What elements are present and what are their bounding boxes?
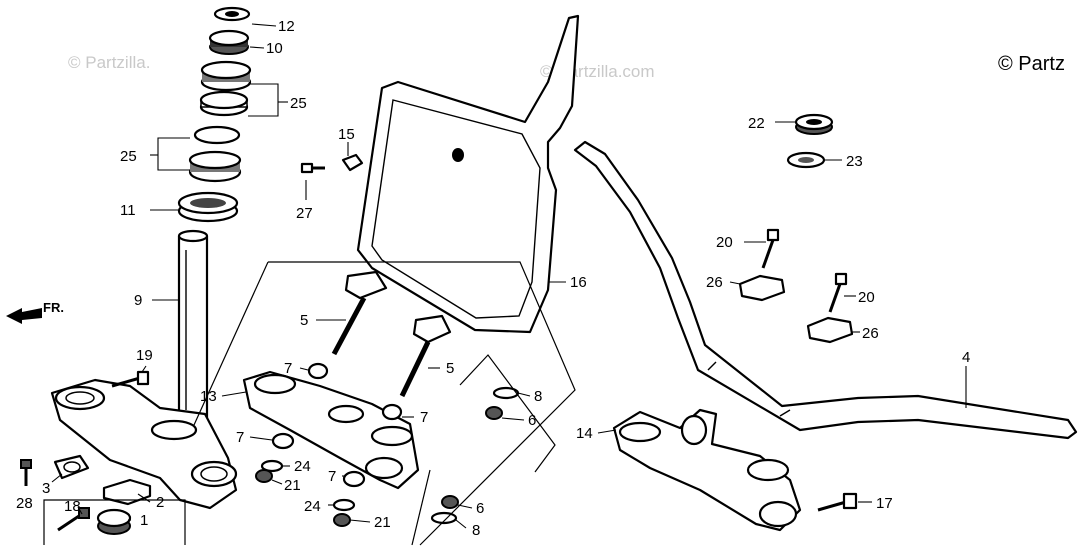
group-bracket-lower-left	[43, 499, 186, 545]
callout-1: 1	[140, 512, 148, 529]
part-5-handlebar-holder-a	[331, 270, 388, 356]
callout-7-d: 7	[328, 468, 336, 485]
part-5-handlebar-holder-b	[399, 314, 452, 398]
copyright-text: © Partz	[998, 53, 1065, 75]
group-line-upper-clamp	[193, 261, 269, 426]
callout-28: 28	[16, 495, 33, 512]
callout-24-b: 24	[304, 498, 321, 515]
callout-25-upper: 25	[290, 95, 307, 112]
part-17-bolt	[817, 492, 858, 512]
part-7-nut-b	[381, 403, 403, 421]
part-18-bolt	[57, 507, 90, 532]
part-6-nut-b	[441, 495, 459, 509]
leader-lines	[25, 23, 967, 529]
callout-10: 10	[266, 40, 283, 57]
callout-7-a: 7	[284, 360, 292, 377]
callout-8-a: 8	[534, 388, 542, 405]
front-direction-label: FR.	[43, 300, 64, 315]
front-direction-arrow-icon	[6, 308, 42, 324]
callout-7-c: 7	[236, 429, 244, 446]
part-25-upper-bearing	[199, 60, 252, 117]
callout-11: 11	[120, 202, 136, 219]
callout-26-b: 26	[862, 325, 879, 342]
callout-27: 27	[296, 205, 313, 222]
callout-2: 2	[156, 494, 164, 511]
callout-18: 18	[64, 498, 81, 515]
callout-17: 17	[876, 495, 893, 512]
callout-25-lower: 25	[120, 148, 137, 165]
callout-8-b: 8	[472, 522, 480, 539]
callout-5-b: 5	[446, 360, 454, 377]
part-4-handlebar	[573, 140, 1078, 440]
callout-26-a: 26	[706, 274, 723, 291]
group-bracket-center	[268, 261, 576, 546]
part-2-clip	[102, 478, 152, 506]
part-24-washer-b	[332, 498, 356, 512]
callout-7-b: 7	[420, 409, 428, 426]
part-12-lock-nut	[213, 6, 251, 22]
part-1-grommet	[96, 508, 132, 535]
watermark-left: © Partzilla.	[68, 53, 150, 72]
group-bracket-lower-small	[411, 469, 431, 546]
part-26-clamp-a	[738, 274, 786, 302]
part-15-nut	[341, 153, 364, 172]
part-23-washer	[786, 151, 826, 169]
part-9-steering-stem	[50, 229, 238, 510]
callout-6-a: 6	[528, 412, 536, 429]
part-7-nut-d	[342, 470, 366, 488]
part-7-nut-c	[271, 432, 295, 450]
part-22-washer	[794, 113, 834, 135]
callout-5-a: 5	[300, 312, 308, 329]
part-13-upper-triple-clamp	[242, 370, 420, 490]
part-14-top-bridge	[612, 408, 802, 532]
callout-19: 19	[136, 347, 153, 364]
callout-21-a: 21	[284, 477, 301, 494]
callout-20-b: 20	[858, 289, 875, 306]
callout-12: 12	[278, 18, 295, 35]
part-16-number-plate	[356, 14, 580, 334]
part-11-dust-seal	[177, 191, 239, 223]
part-21-nut-a	[255, 469, 273, 483]
callout-22: 22	[748, 115, 765, 132]
part-7-nut-a	[307, 362, 329, 380]
part-27-bolt	[300, 162, 325, 174]
callout-24-a: 24	[294, 458, 311, 475]
callout-16: 16	[570, 274, 587, 291]
part-19-bolt	[111, 370, 150, 388]
callout-3: 3	[42, 480, 50, 497]
callout-20-a: 20	[716, 234, 733, 251]
part-6-nut-a	[485, 406, 503, 420]
part-21-nut-b	[333, 513, 351, 527]
callout-4: 4	[962, 349, 970, 366]
callout-14: 14	[576, 425, 593, 442]
callout-23: 23	[846, 153, 863, 170]
callout-9: 9	[134, 292, 142, 309]
callout-13: 13	[200, 388, 217, 405]
callout-labels: 12 10 25 25 11 9 19 13 28 3 18 2 1 15 27…	[16, 18, 970, 539]
group-bracket-right-small	[459, 354, 556, 473]
callout-6-b: 6	[476, 500, 484, 517]
part-10-adjust-nut	[208, 29, 250, 55]
callout-21-b: 21	[374, 514, 391, 531]
part-3-clamp	[53, 454, 90, 480]
part-25-lower-bearing	[188, 125, 242, 183]
part-26-clamp-b	[806, 316, 854, 344]
part-20-bolt-a	[761, 228, 780, 269]
callout-15: 15	[338, 126, 355, 143]
part-20-bolt-b	[828, 272, 848, 313]
